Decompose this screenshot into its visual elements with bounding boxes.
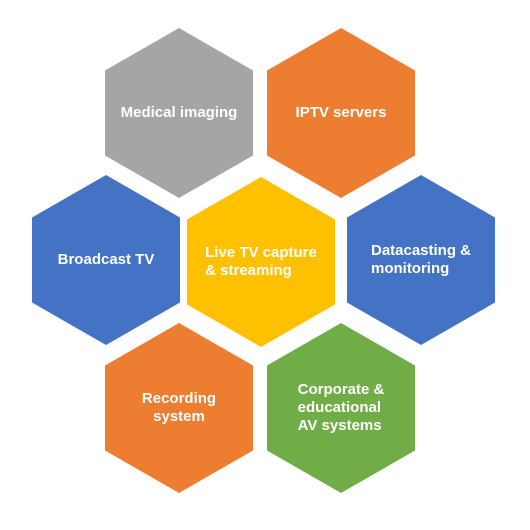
- hexagon-label-live-tv-capture: Live TV capture & streaming: [205, 244, 317, 279]
- hexagon-label-recording-system: Recording system: [141, 390, 217, 425]
- hexagon-corporate-av: Corporate & educational AV systems: [267, 323, 415, 493]
- hexagon-label-medical-imaging: Medical imaging: [120, 104, 238, 121]
- hexagon-live-tv-capture: Live TV capture & streaming: [187, 177, 335, 347]
- hexagon-label-iptv-servers: IPTV servers: [295, 104, 387, 121]
- hexagon-iptv-servers: IPTV servers: [267, 28, 415, 198]
- hexagon-label-corporate-av: Corporate & educational AV systems: [297, 381, 385, 434]
- hexagon-datacasting: Datacasting & monitoring: [347, 175, 495, 345]
- hexagon-label-datacasting: Datacasting & monitoring: [370, 242, 472, 277]
- hexagon-broadcast-tv: Broadcast TV: [32, 175, 180, 345]
- hexagon-label-broadcast-tv: Broadcast TV: [57, 251, 155, 268]
- hexagon-medical-imaging: Medical imaging: [105, 28, 253, 198]
- hexagon-recording-system: Recording system: [105, 323, 253, 493]
